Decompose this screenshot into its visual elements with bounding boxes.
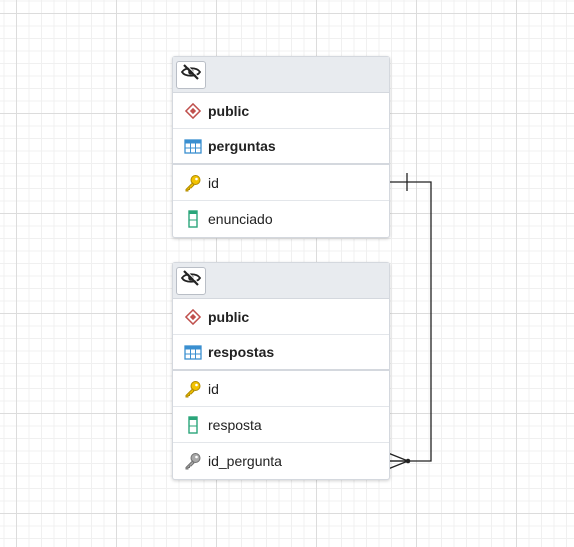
- column-name: enunciado: [208, 211, 273, 227]
- eye-slash-icon: [180, 63, 202, 85]
- many-marker: [405, 458, 411, 464]
- column-row[interactable]: resposta: [173, 407, 389, 443]
- node-header: [173, 263, 389, 299]
- table-name-row[interactable]: respostas: [173, 335, 389, 371]
- foreign-key-icon: [183, 451, 203, 471]
- column-row[interactable]: id_pergunta: [173, 443, 389, 479]
- column-row[interactable]: enunciado: [173, 201, 389, 237]
- eye-slash-icon: [180, 269, 202, 291]
- column-name: id: [208, 174, 219, 191]
- schema-name: public: [208, 102, 250, 119]
- table-node-respostas[interactable]: public respostas: [172, 262, 390, 480]
- schema-row[interactable]: public: [173, 299, 389, 335]
- node-header: [173, 57, 389, 93]
- toggle-visibility-button[interactable]: [176, 266, 206, 295]
- table-icon: [183, 342, 203, 362]
- column-icon: [183, 209, 203, 229]
- primary-key-icon: [183, 379, 203, 399]
- schema-icon: [183, 101, 203, 121]
- table-node-perguntas[interactable]: public perguntas: [172, 56, 390, 238]
- schema-icon: [183, 307, 203, 327]
- table-name-row[interactable]: perguntas: [173, 129, 389, 165]
- table-name: respostas: [208, 344, 275, 360]
- column-row[interactable]: id: [173, 371, 389, 407]
- column-name: resposta: [208, 416, 262, 433]
- column-row[interactable]: id: [173, 165, 389, 201]
- column-icon: [183, 415, 203, 435]
- schema-row[interactable]: public: [173, 93, 389, 129]
- crowfoot-top: [387, 452, 409, 462]
- crowfoot-bottom: [387, 460, 409, 470]
- column-name: id_pergunta: [208, 453, 282, 469]
- column-name: id: [208, 380, 219, 397]
- toggle-visibility-button[interactable]: [176, 60, 206, 89]
- schema-name: public: [208, 308, 250, 325]
- table-name: perguntas: [208, 138, 276, 154]
- primary-key-icon: [183, 173, 203, 193]
- table-icon: [183, 136, 203, 156]
